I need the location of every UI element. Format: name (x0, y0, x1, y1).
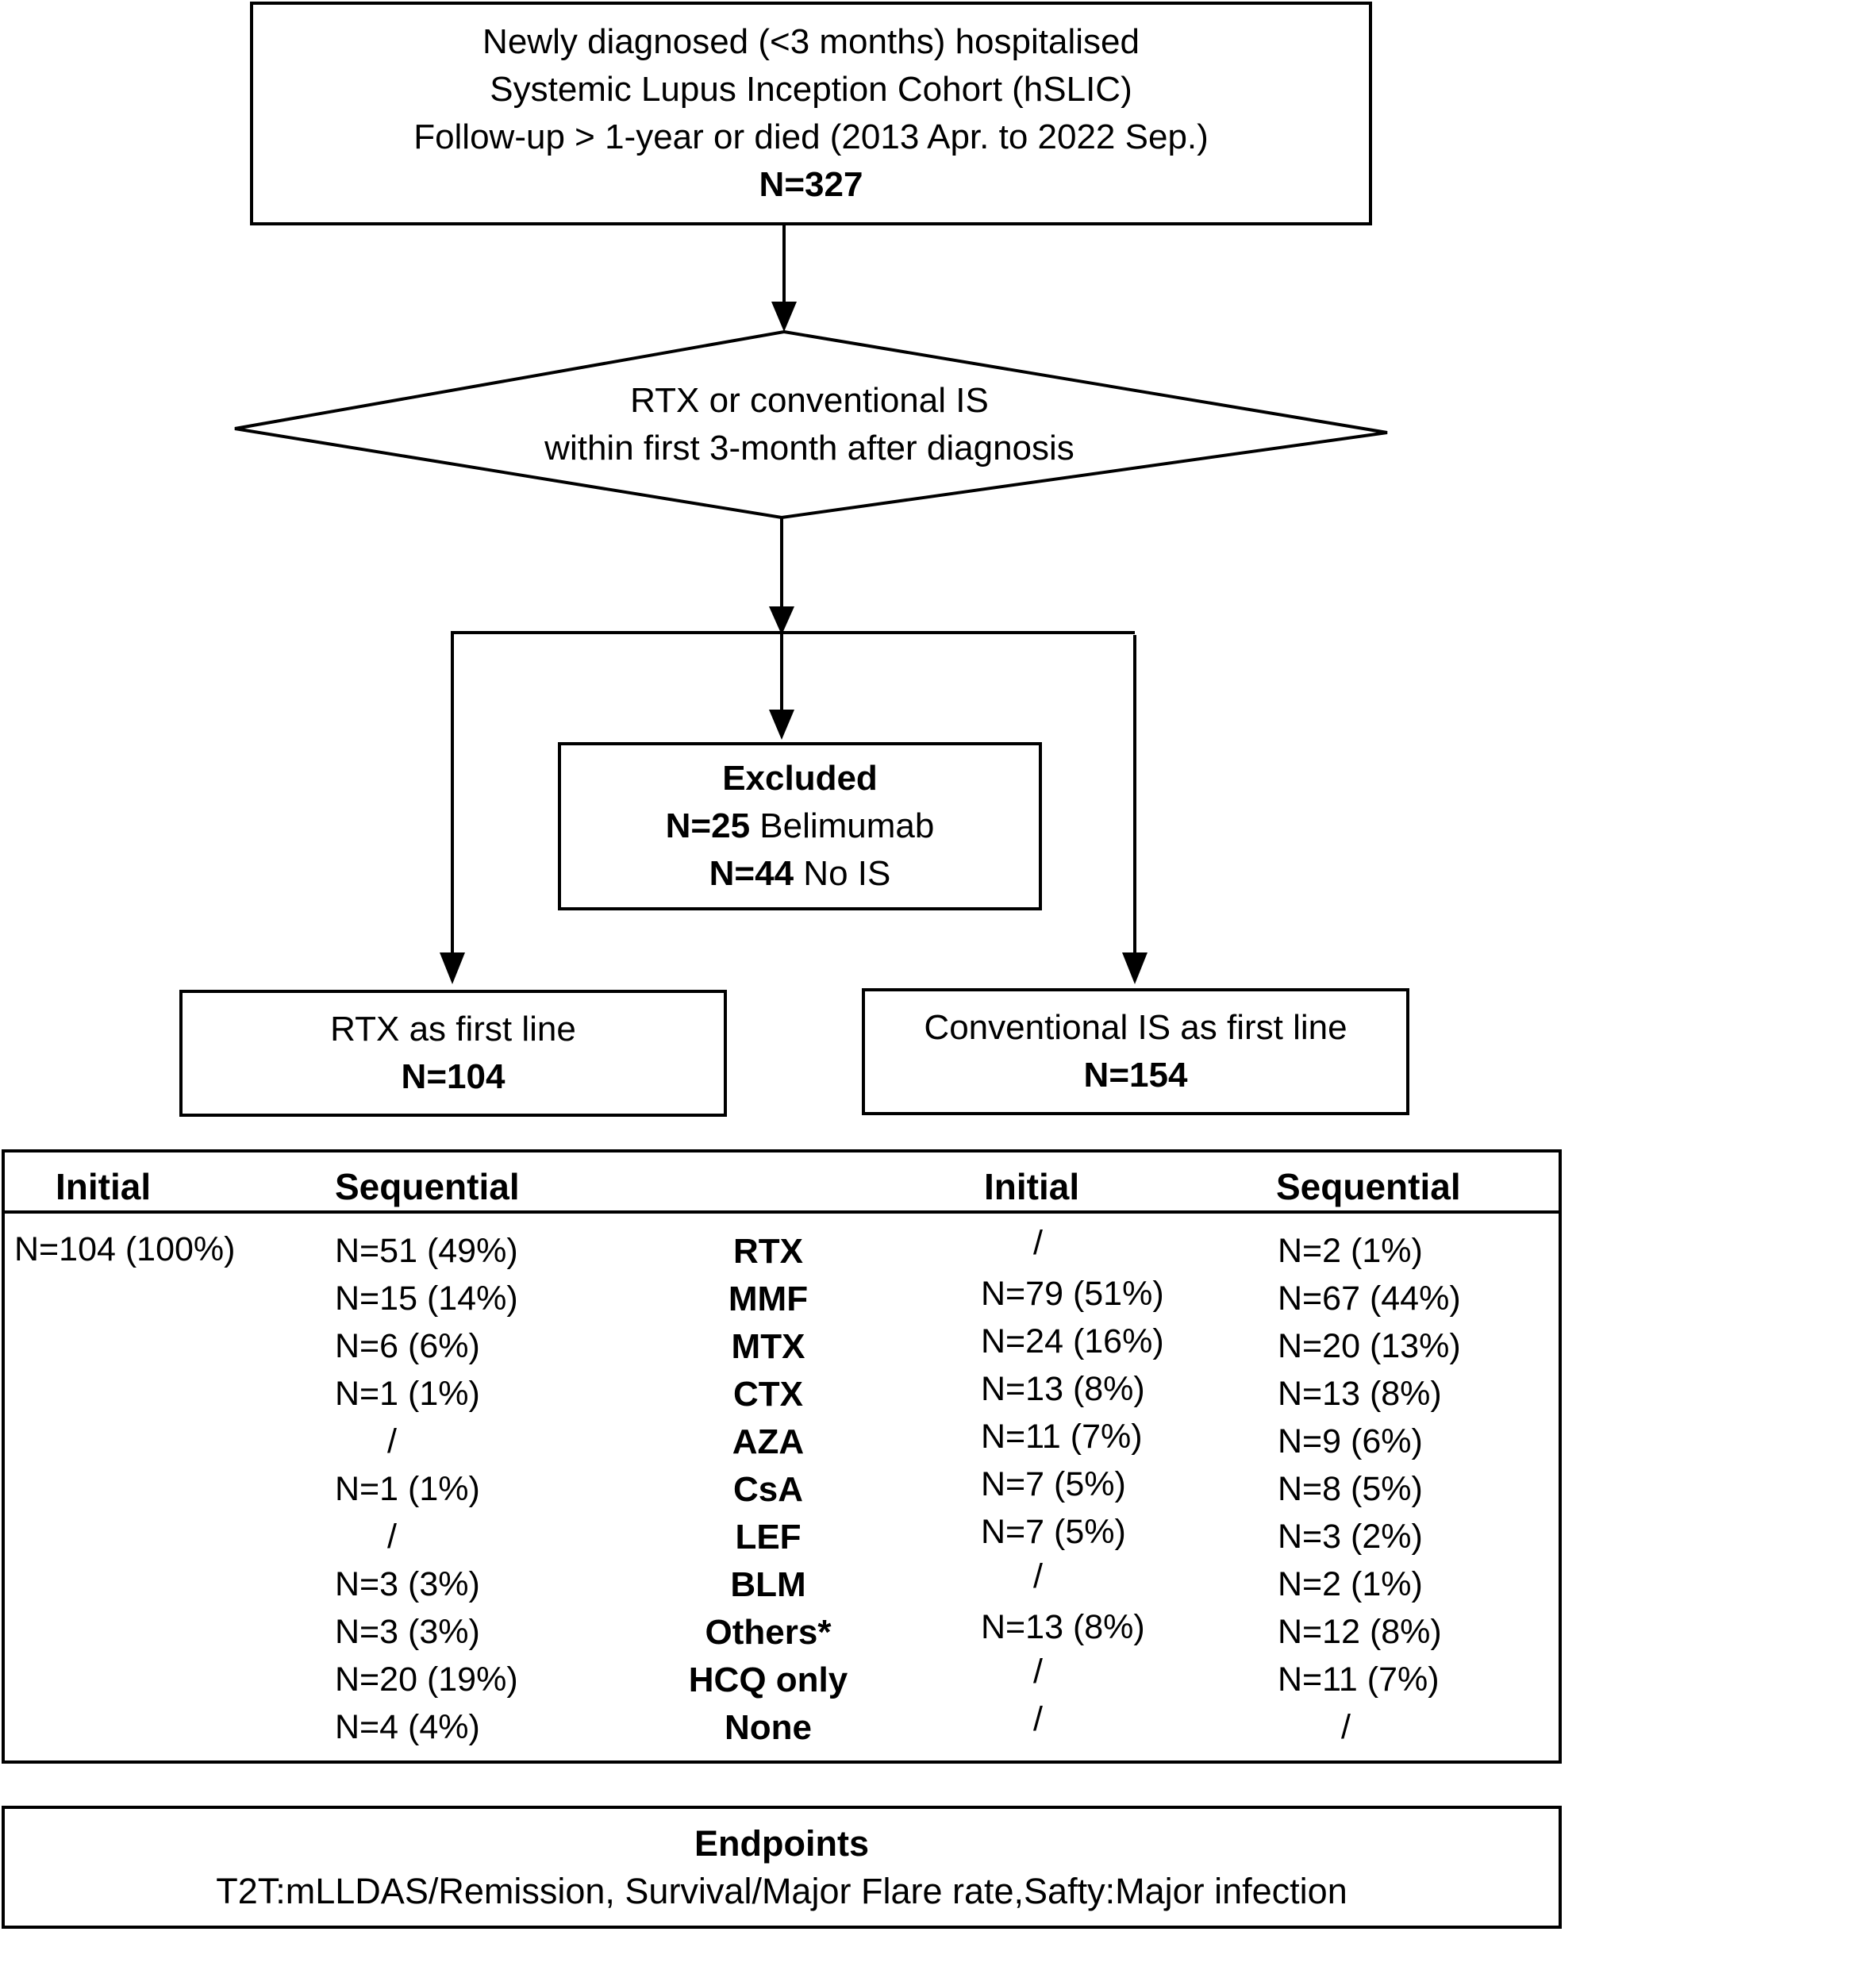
rtx-sequential-cell: N=4 (4%) (335, 1708, 480, 1746)
header-rtx-initial: Initial (56, 1166, 152, 1207)
conv-initial-cell: N=24 (16%) (981, 1322, 1164, 1360)
drug-name-cell: LEF (735, 1518, 802, 1556)
conv-initial-cell: N=7 (5%) (981, 1513, 1126, 1551)
treatment-table-header-divider (2, 1210, 1562, 1214)
conv-sequential-cell: N=2 (1%) (1278, 1232, 1423, 1270)
conv-initial-cell: / (1033, 1700, 1043, 1738)
cohort-count: N=327 (759, 165, 863, 204)
conv-sequential-cell: N=12 (8%) (1278, 1613, 1442, 1651)
arrowhead-decision-to-branch (769, 606, 794, 635)
excluded-no-is-label: No IS (794, 854, 891, 893)
rtx-first-line-label: RTX as first line (330, 1010, 576, 1049)
arrowhead-to-rtx (440, 952, 465, 984)
conventional-first-line-box: Conventional IS as first line N=154 (862, 988, 1409, 1115)
rtx-sequential-cell: N=6 (6%) (335, 1327, 480, 1365)
endpoints-title: Endpoints (694, 1822, 869, 1864)
conv-sequential-cell: N=3 (2%) (1278, 1518, 1423, 1556)
decision-line-1: RTX or conventional IS (630, 381, 989, 420)
rtx-sequential-cell: N=3 (3%) (335, 1565, 480, 1603)
excluded-box: Excluded N=25 Belimumab N=44 No IS (558, 742, 1042, 910)
cohort-line-2: Systemic Lupus Inception Cohort (hSLIC) (490, 70, 1132, 109)
header-conv-initial: Initial (984, 1166, 1080, 1207)
drug-name-cell: MMF (728, 1279, 809, 1318)
conv-sequential-cell: N=9 (6%) (1278, 1422, 1423, 1460)
cohort-box: Newly diagnosed (<3 months) hospitalised… (250, 2, 1372, 225)
drug-name-cell: AZA (732, 1422, 805, 1461)
arrowhead-cohort-to-decision (771, 302, 797, 332)
excluded-belimumab-count: N=25 (665, 806, 751, 845)
drug-name-cell: RTX (733, 1232, 803, 1271)
conventional-first-line-label: Conventional IS as first line (924, 1008, 1347, 1047)
excluded-title: Excluded (722, 759, 878, 798)
cohort-line-1: Newly diagnosed (<3 months) hospitalised (482, 22, 1140, 61)
conv-initial-cell: N=13 (8%) (981, 1370, 1145, 1408)
arrowhead-to-excluded (769, 710, 794, 740)
conv-initial-cell: / (1033, 1557, 1043, 1595)
rtx-sequential-cell: N=15 (14%) (335, 1279, 518, 1318)
conv-sequential-cell: N=11 (7%) (1278, 1660, 1440, 1699)
conv-initial-cell: N=79 (51%) (981, 1275, 1164, 1313)
rtx-sequential-cell: N=1 (1%) (335, 1375, 480, 1413)
excluded-row-belimumab: N=25 Belimumab (666, 802, 935, 850)
rtx-sequential-cell: N=20 (19%) (335, 1660, 518, 1699)
conv-sequential-cell: N=13 (8%) (1278, 1375, 1442, 1413)
treatment-table (2, 1149, 1562, 1764)
conv-initial-cell: N=11 (7%) (981, 1418, 1143, 1456)
conv-sequential-cell: N=20 (13%) (1278, 1327, 1461, 1365)
excluded-no-is-count: N=44 (709, 854, 794, 893)
conv-sequential-cell: N=67 (44%) (1278, 1279, 1461, 1318)
rtx-sequential-cell: N=51 (49%) (335, 1232, 518, 1270)
conv-initial-cell: N=13 (8%) (981, 1608, 1145, 1646)
drug-name-cell: None (725, 1708, 812, 1747)
conv-sequential-cell: N=2 (1%) (1278, 1565, 1423, 1603)
rtx-sequential-cell: / (387, 1422, 397, 1460)
conv-initial-cell: / (1033, 1224, 1043, 1262)
excluded-row-no-is: N=44 No IS (709, 850, 891, 898)
rtx-sequential-cell: / (387, 1518, 397, 1556)
drug-name-cell: BLM (730, 1565, 806, 1604)
drug-name-cell: CTX (733, 1375, 803, 1414)
endpoints-text: T2T:mLLDAS/Remission, Survival/Major Fla… (216, 1870, 1347, 1911)
excluded-belimumab-label: Belimumab (750, 806, 935, 845)
conv-sequential-cell: / (1341, 1708, 1351, 1746)
decision-line-2: within first 3-month after diagnosis (544, 429, 1074, 468)
drug-name-cell: Others* (705, 1613, 832, 1652)
cohort-line-3: Follow-up > 1-year or died (2013 Apr. to… (413, 117, 1209, 156)
conventional-first-line-count: N=154 (1083, 1056, 1188, 1095)
endpoints-box: Endpoints T2T:mLLDAS/Remission, Survival… (2, 1806, 1562, 1929)
drug-name-cell: CsA (732, 1470, 804, 1509)
rtx-initial-value: N=104 (100%) (14, 1230, 236, 1268)
rtx-sequential-cell: N=3 (3%) (335, 1613, 480, 1651)
rtx-sequential-cell: N=1 (1%) (335, 1470, 480, 1508)
rtx-first-line-box: RTX as first line N=104 (179, 990, 727, 1117)
decision-text: RTX or conventional IS within first 3-mo… (234, 365, 1385, 484)
arrowhead-to-conventional (1122, 952, 1148, 984)
conv-initial-cell: / (1033, 1653, 1043, 1691)
rtx-first-line-count: N=104 (401, 1057, 506, 1096)
drug-name-cell: MTX (731, 1327, 805, 1366)
conv-sequential-cell: N=8 (5%) (1278, 1470, 1423, 1508)
drug-name-cell: HCQ only (688, 1660, 848, 1699)
header-conv-sequential: Sequential (1276, 1166, 1461, 1207)
header-rtx-sequential: Sequential (335, 1166, 520, 1207)
conv-initial-cell: N=7 (5%) (981, 1465, 1126, 1503)
